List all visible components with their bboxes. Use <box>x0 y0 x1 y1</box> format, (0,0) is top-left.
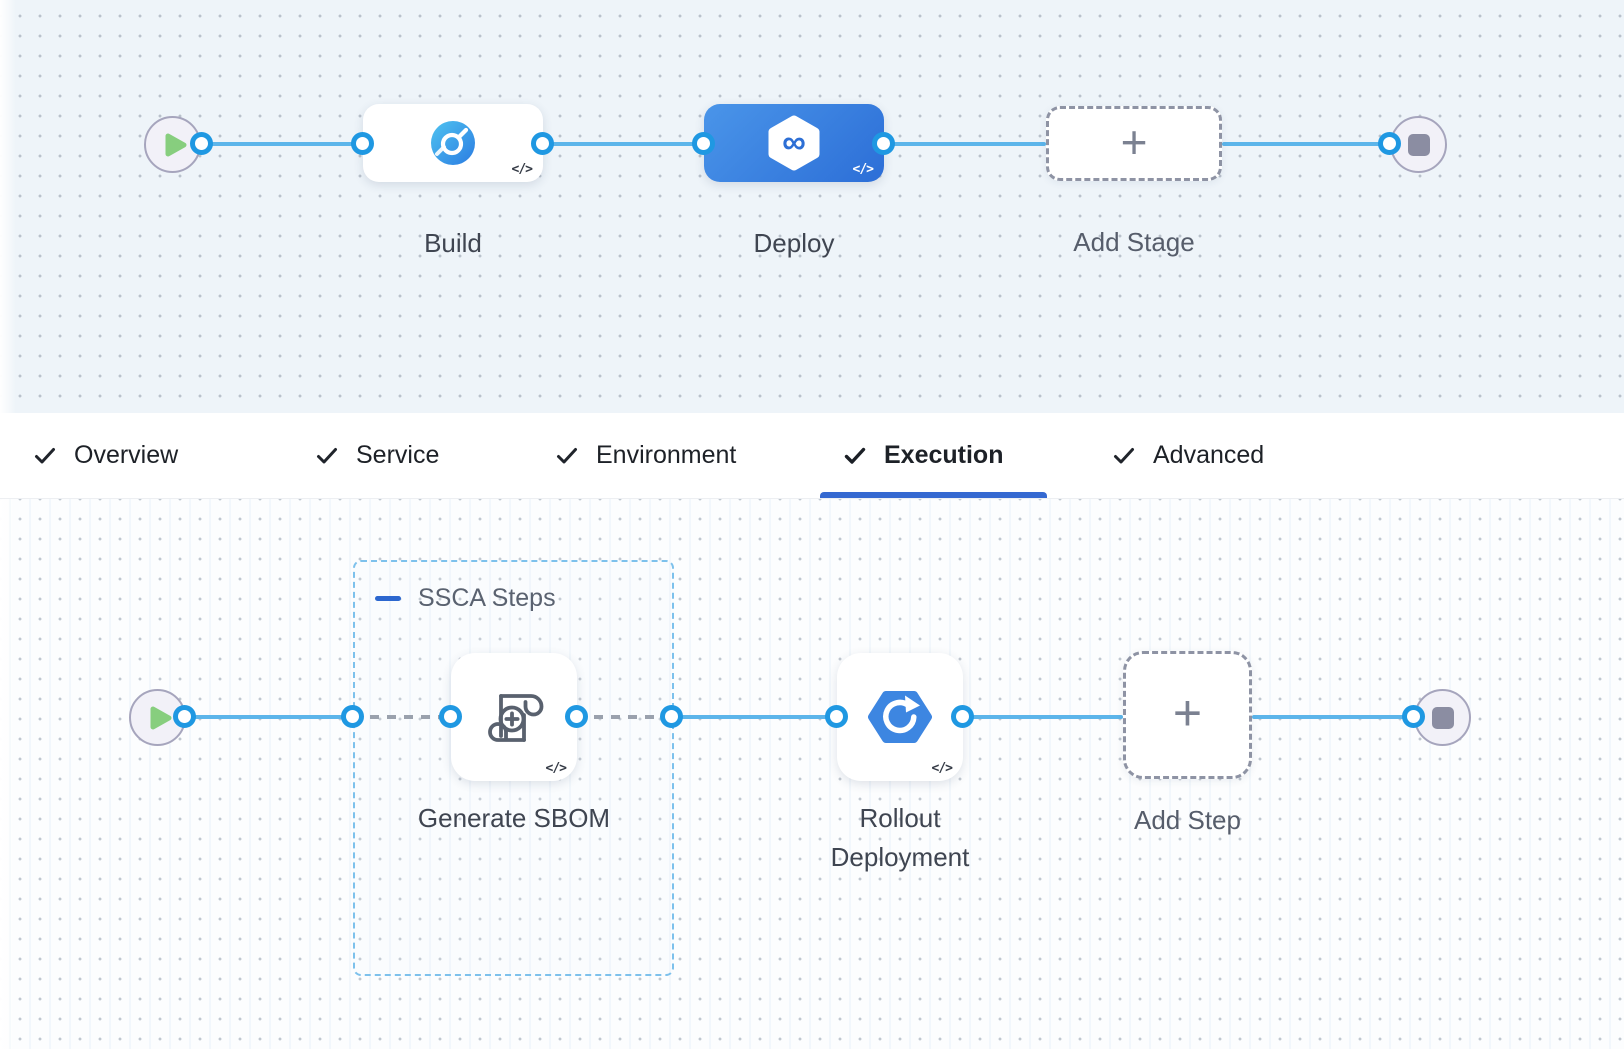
connector-port[interactable] <box>951 705 974 728</box>
connector-port[interactable] <box>1402 705 1425 728</box>
check-icon <box>35 447 55 463</box>
connector-line <box>672 715 837 719</box>
step-node-generate-sbom[interactable]: </> <box>451 653 577 781</box>
execution-canvas: SSCA Steps <box>0 499 1624 1049</box>
stage-label-deploy: Deploy <box>753 228 835 258</box>
add-stage-button[interactable]: + <box>1046 106 1222 181</box>
code-indicator: </> <box>931 761 954 776</box>
collapse-group-icon[interactable] <box>375 596 401 601</box>
stop-icon <box>1407 133 1430 156</box>
code-indicator: </> <box>545 761 568 776</box>
tab-overview[interactable]: Overview <box>33 413 178 498</box>
stage-label-build: Build <box>424 228 482 258</box>
stage-node-deploy[interactable]: ∞ </> <box>704 104 884 182</box>
build-ci-icon <box>429 119 477 167</box>
step-label-rollout-deployment: Rollout Deployment <box>830 803 970 872</box>
tab-execution[interactable]: Execution <box>843 413 1003 498</box>
tab-label: Environment <box>596 441 737 469</box>
connector-port[interactable] <box>565 705 588 728</box>
connector-port[interactable] <box>531 132 554 155</box>
tab-label: Overview <box>74 441 179 469</box>
connector-port[interactable] <box>825 705 848 728</box>
connector-line <box>884 142 1046 146</box>
deploy-cd-icon: ∞ <box>765 114 823 172</box>
active-tab-underline <box>820 492 1047 498</box>
connector-port[interactable] <box>190 132 213 155</box>
connector-line <box>185 715 353 719</box>
stage-node-build[interactable]: </> <box>363 104 543 182</box>
check-icon <box>844 447 866 464</box>
canvas-edge-fade <box>0 499 16 1049</box>
add-stage-label: Add Stage <box>1073 227 1195 257</box>
add-step-label: Add Step <box>1134 805 1241 835</box>
connector-port[interactable] <box>660 705 683 728</box>
group-header: SSCA Steps <box>375 584 556 613</box>
rollout-icon <box>867 684 933 750</box>
infinity-glyph: ∞ <box>782 122 806 160</box>
plus-icon: + <box>1172 685 1203 741</box>
stage-tab-bar: Overview Service Environment Execution A… <box>0 413 1624 499</box>
check-icon <box>1114 447 1134 463</box>
step-label-generate-sbom: Generate SBOM <box>417 803 611 833</box>
connector-port[interactable] <box>872 132 895 155</box>
pipeline-end-node <box>1390 116 1447 173</box>
stage-canvas: </> Build ∞ </> Deploy + Add Stage <box>0 0 1624 413</box>
play-icon <box>150 706 172 729</box>
connector-port[interactable] <box>341 705 364 728</box>
connector-port[interactable] <box>692 132 715 155</box>
connector-port[interactable] <box>173 705 196 728</box>
connector-line <box>1222 142 1390 146</box>
stop-icon <box>1431 706 1454 729</box>
dashed-connector-line <box>577 715 672 719</box>
check-icon <box>557 447 577 463</box>
canvas-edge-fade <box>0 0 16 413</box>
plus-icon: + <box>1120 115 1148 168</box>
play-icon <box>165 133 187 156</box>
connector-line <box>963 715 1123 719</box>
tab-label: Execution <box>884 441 1004 469</box>
tab-environment[interactable]: Environment <box>555 413 736 498</box>
connector-line <box>202 142 363 146</box>
connector-line <box>543 142 704 146</box>
tab-service[interactable]: Service <box>315 413 439 498</box>
connector-port[interactable] <box>351 132 374 155</box>
connector-line <box>1252 715 1414 719</box>
check-icon <box>317 447 337 463</box>
tab-label: Advanced <box>1153 441 1265 469</box>
dashed-connector-line <box>353 715 451 719</box>
step-node-rollout-deployment[interactable]: </> <box>837 653 963 781</box>
sbom-scroll-icon <box>476 679 552 755</box>
tab-label: Service <box>356 441 440 469</box>
code-indicator: </> <box>852 162 875 177</box>
connector-port[interactable] <box>439 705 462 728</box>
add-step-button[interactable]: + <box>1123 651 1252 779</box>
tab-advanced[interactable]: Advanced <box>1112 413 1264 498</box>
group-label: SSCA Steps <box>418 584 556 612</box>
connector-port[interactable] <box>1378 132 1401 155</box>
execution-end-node <box>1414 689 1471 746</box>
code-indicator: </> <box>511 162 534 177</box>
